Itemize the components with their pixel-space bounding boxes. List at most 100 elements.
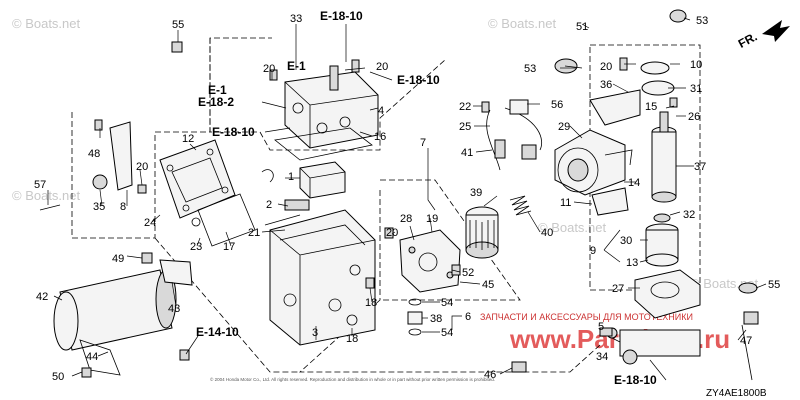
cover-gasket — [274, 127, 373, 161]
fuel-manifold — [619, 329, 701, 357]
connector-block — [509, 99, 529, 115]
label-29: 29 — [558, 121, 570, 133]
label-1: 1 — [288, 171, 294, 183]
label-57: 57 — [34, 179, 46, 191]
label-28: 28 — [400, 213, 412, 225]
o-ring — [346, 314, 358, 326]
group-outline-center — [209, 38, 446, 151]
o-ring — [408, 328, 422, 336]
bolt — [269, 69, 278, 81]
label-3: 3 — [312, 327, 318, 339]
watermark-boats-net: © Boats.net — [12, 16, 81, 31]
label-55: 55 — [768, 279, 780, 291]
label-10: 10 — [690, 59, 702, 71]
leader-lines — [47, 17, 767, 381]
bolt-head — [743, 311, 759, 325]
label-e-18-2: E-18-2 — [198, 95, 234, 109]
direction-label: FR. — [736, 29, 760, 50]
label-37: 37 — [694, 161, 706, 173]
grommet — [92, 174, 108, 190]
label-50: 50 — [52, 371, 64, 383]
label-20: 20 — [263, 63, 275, 75]
vapor-separator-body — [269, 209, 376, 346]
label-e-18-10: E-18-10 — [614, 373, 657, 387]
label-12: 12 — [182, 133, 194, 145]
label-20: 20 — [600, 61, 612, 73]
label-e-18-10: E-18-10 — [320, 9, 363, 23]
label-15: 15 — [645, 101, 657, 113]
hose-clip — [511, 361, 527, 373]
watermark-boats-net: © Boats.net — [538, 220, 607, 235]
label-45: 45 — [482, 279, 494, 291]
direction-arrow: FR. — [736, 20, 790, 51]
label-13: 13 — [626, 257, 638, 269]
washer — [738, 282, 758, 294]
watermark-boats-net: © Boats.net — [488, 16, 557, 31]
label-51: 51 — [576, 21, 588, 33]
fuel-pump-cover — [554, 129, 633, 196]
label-53: 53 — [696, 15, 708, 27]
label-24: 24 — [144, 217, 156, 229]
part-labels: 55 33 E-18-10 51 53 20 E-1 20 E-18-10 53… — [34, 9, 780, 387]
label-27: 27 — [612, 283, 624, 295]
label-5: 5 — [598, 321, 604, 333]
label-7: 7 — [420, 137, 426, 149]
label-52: 52 — [462, 267, 474, 279]
drain-bolt — [741, 324, 753, 381]
copyright-notice: © 2004 Honda Motor Co., Ltd. All rights … — [210, 376, 495, 382]
pump-bracket — [589, 89, 641, 126]
label-23: 23 — [190, 241, 202, 253]
connector — [521, 144, 537, 160]
cylinder-head-cover — [284, 65, 379, 149]
mounting-bracket — [109, 121, 133, 191]
pump-base — [634, 269, 701, 319]
label-e-1: E-1 — [287, 59, 306, 73]
label-32: 32 — [683, 209, 695, 221]
clip — [591, 187, 629, 216]
float-valve — [284, 199, 310, 211]
label-55: 55 — [172, 19, 184, 31]
bolt — [81, 367, 92, 378]
label-54: 54 — [441, 297, 453, 309]
filter-housing — [399, 229, 461, 293]
clip — [261, 169, 274, 183]
bolt — [141, 252, 153, 264]
label-42: 42 — [36, 291, 48, 303]
label-34: 34 — [596, 351, 608, 363]
label-22: 22 — [459, 101, 471, 113]
o-ring — [191, 217, 201, 227]
label-21: 21 — [248, 227, 260, 239]
fuel-pump — [651, 111, 677, 203]
group-outline-bottom — [298, 190, 601, 373]
o-ring — [408, 298, 422, 306]
bolt — [171, 41, 183, 53]
watermark-boats-net: © Boats.net — [12, 188, 81, 203]
label-43: 43 — [168, 303, 180, 315]
label-9: 9 — [590, 245, 596, 257]
connector — [494, 139, 506, 159]
label-36: 36 — [600, 79, 612, 91]
label-19: 19 — [426, 213, 438, 225]
group-outline-low — [154, 237, 300, 373]
label-26: 26 — [688, 111, 700, 123]
float — [299, 161, 346, 199]
label-16: 16 — [374, 131, 386, 143]
spring — [509, 195, 532, 216]
fuel-filter — [465, 206, 499, 259]
label-39: 39 — [470, 187, 482, 199]
label-44: 44 — [86, 351, 98, 363]
bolt — [351, 59, 360, 73]
label-e-18-10: E-18-10 — [397, 73, 440, 87]
label-41: 41 — [461, 147, 473, 159]
label-8: 8 — [120, 201, 126, 213]
label-47: 47 — [740, 335, 752, 347]
side-gasket — [197, 193, 256, 247]
bolt — [481, 101, 490, 113]
wire-harness — [486, 107, 543, 171]
washer — [640, 61, 670, 75]
label-2: 2 — [266, 199, 272, 211]
label-e-1: E-1 — [208, 83, 227, 97]
bolt — [599, 327, 613, 337]
label-11: 11 — [560, 197, 571, 209]
